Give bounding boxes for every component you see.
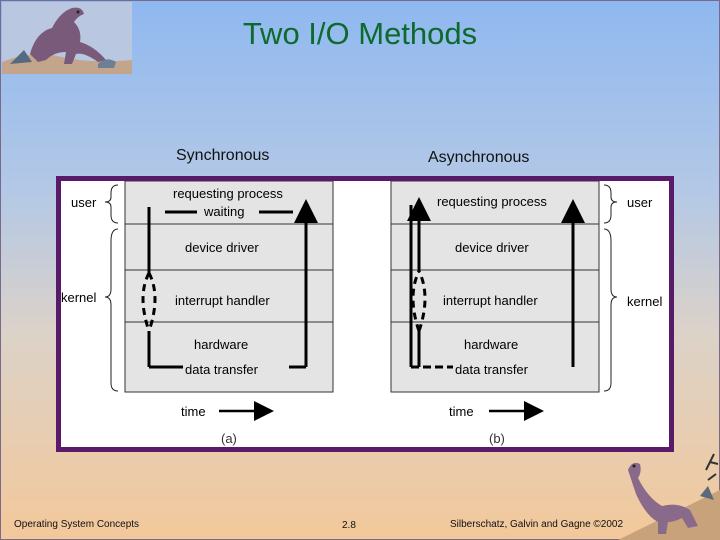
sync-kernel-brace — [104, 228, 119, 392]
footer-course-title: Operating System Concepts — [14, 519, 140, 530]
async-interrupt-handler: interrupt handler — [443, 293, 538, 308]
sync-hardware: hardware — [194, 337, 248, 352]
footer-page-number: 2.8 — [342, 520, 356, 531]
sync-kernel-label: kernel — [61, 290, 97, 305]
async-layer-stack — [390, 180, 600, 393]
sync-device-driver: device driver — [185, 240, 259, 255]
sync-interrupt-handler: interrupt handler — [175, 293, 270, 308]
sync-user-brace — [104, 184, 119, 224]
asynchronous-label: Asynchronous — [428, 149, 530, 166]
async-user-label: user — [627, 195, 653, 210]
async-kernel-label: kernel — [627, 294, 663, 309]
sync-waiting: waiting — [203, 204, 244, 219]
synchronous-label: Synchronous — [176, 147, 270, 164]
footer-copyright: Silberschatz, Galvin and Gagne ©2002 — [450, 519, 624, 530]
caption-b: (b) — [489, 431, 505, 446]
async-hardware: hardware — [464, 337, 518, 352]
slide-title: Two I/O Methods — [242, 16, 478, 51]
dinosaur-logo-icon — [2, 2, 132, 74]
async-data-transfer: data transfer — [455, 362, 529, 377]
async-kernel-brace — [603, 228, 618, 392]
sync-requesting-process: requesting process — [173, 186, 283, 201]
sync-time-label: time — [181, 404, 206, 419]
async-user-brace — [603, 184, 618, 224]
io-methods-diagram: requesting process waiting device driver… — [61, 180, 663, 446]
asynchronous-diagram: requesting process device driver interru… — [390, 180, 663, 446]
async-requesting-process: requesting process — [437, 194, 547, 209]
async-device-driver: device driver — [455, 240, 529, 255]
sync-data-transfer: data transfer — [185, 362, 259, 377]
async-time-label: time — [449, 404, 474, 419]
sync-user-label: user — [71, 195, 97, 210]
dinosaur-corner-icon — [618, 453, 720, 540]
synchronous-diagram: requesting process waiting device driver… — [61, 180, 334, 446]
io-diagram-panel: requesting process waiting device driver… — [56, 176, 674, 452]
caption-a: (a) — [221, 431, 237, 446]
